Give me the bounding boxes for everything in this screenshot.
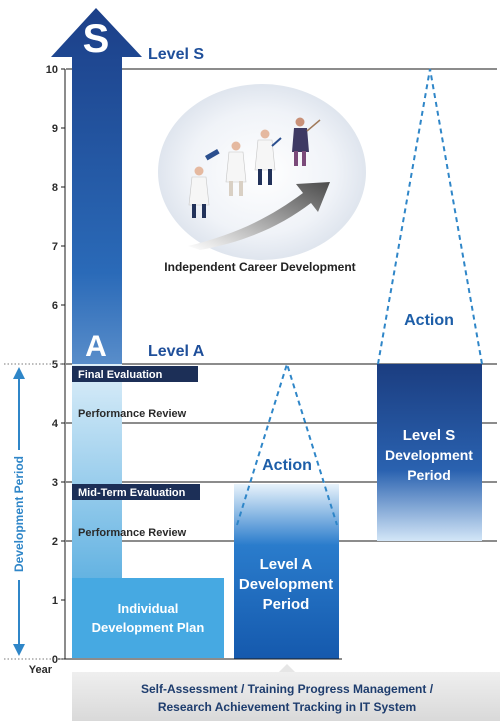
development-period-indicator: Development Period (4, 363, 64, 660)
footer-bg (72, 672, 500, 721)
axis-tick-label: 1 (52, 595, 58, 607)
final-evaluation-bg (72, 366, 198, 382)
level-s-block-line2: Development (385, 447, 473, 463)
level-s-action-label: Action (404, 312, 454, 329)
footer-line2: Research Achievement Tracking in IT Syst… (158, 700, 416, 714)
level-a-action: Action (236, 360, 338, 526)
level-s-box (377, 364, 482, 541)
arrow-up-icon (13, 367, 25, 379)
level-s-action-triangle (377, 68, 483, 365)
level-s-block-line1: Level S (403, 427, 456, 444)
career-illustration: Independent Career Development (158, 84, 366, 274)
researcher-icon (254, 129, 282, 185)
individual-development-plan-block: Individual Development Plan (72, 578, 224, 658)
footer-line1: Self-Assessment / Training Progress Mana… (141, 682, 434, 696)
milestones: Final Evaluation Performance Review Mid-… (72, 366, 200, 539)
axis-tick-label: 7 (52, 241, 58, 253)
growth-arrow-icon (188, 182, 330, 250)
level-a-block-line3: Period (263, 596, 310, 613)
mid-term-evaluation-label: Mid-Term Evaluation (78, 487, 186, 499)
level-a-marker: A (72, 330, 122, 596)
level-a-block-line1: Level A (260, 556, 313, 573)
axis-tick-label: 10 (46, 64, 58, 76)
final-evaluation-label: Final Evaluation (78, 369, 163, 381)
axis-tick-label: 6 (52, 300, 58, 312)
axis-tick-label: 0 (52, 654, 58, 666)
level-a-badge: A (85, 330, 107, 363)
idp-box (72, 578, 224, 658)
axis-tick-label: 3 (52, 477, 58, 489)
axis-tick-label: 2 (52, 536, 58, 548)
level-s-badge: S (83, 17, 110, 61)
researcher-icon (188, 149, 220, 218)
level-a-block-line2: Development (239, 576, 333, 593)
year-axis: 10 9 8 7 6 5 4 3 2 1 0 Year (29, 64, 342, 676)
level-s-action: Action (377, 68, 483, 365)
researcher-icon (292, 117, 321, 166)
arrow-down-icon (13, 644, 25, 656)
axis-unit-label: Year (29, 664, 53, 676)
performance-review-lower-label: Performance Review (78, 527, 187, 539)
illustration-caption: Independent Career Development (164, 260, 355, 274)
level-a-box (234, 484, 339, 659)
level-a-action-triangle (236, 360, 338, 526)
performance-review-upper-label: Performance Review (78, 408, 187, 420)
level-s-heading: Level S (148, 46, 204, 63)
axis-tick-label: 5 (52, 359, 58, 371)
researcher-icon (225, 141, 247, 196)
idp-line2: Development Plan (92, 620, 205, 635)
level-s-development-block: Level S Development Period (377, 364, 482, 541)
mid-term-evaluation-bg (72, 484, 200, 500)
axis-tick-label: 8 (52, 182, 58, 194)
footer-pointer (279, 664, 295, 672)
axis-tick-label: 4 (52, 418, 59, 430)
level-s-block-line3: Period (407, 467, 451, 483)
footer-banner: Self-Assessment / Training Progress Mana… (72, 664, 500, 721)
level-a-action-label: Action (262, 457, 312, 474)
level-a-segment (72, 364, 122, 596)
level-a-development-block: Level A Development Period (234, 484, 339, 659)
axis-tick-label: 9 (52, 123, 58, 135)
idp-line1: Individual (118, 601, 179, 616)
development-period-label: Development Period (12, 456, 26, 572)
level-a-heading: Level A (148, 343, 205, 360)
